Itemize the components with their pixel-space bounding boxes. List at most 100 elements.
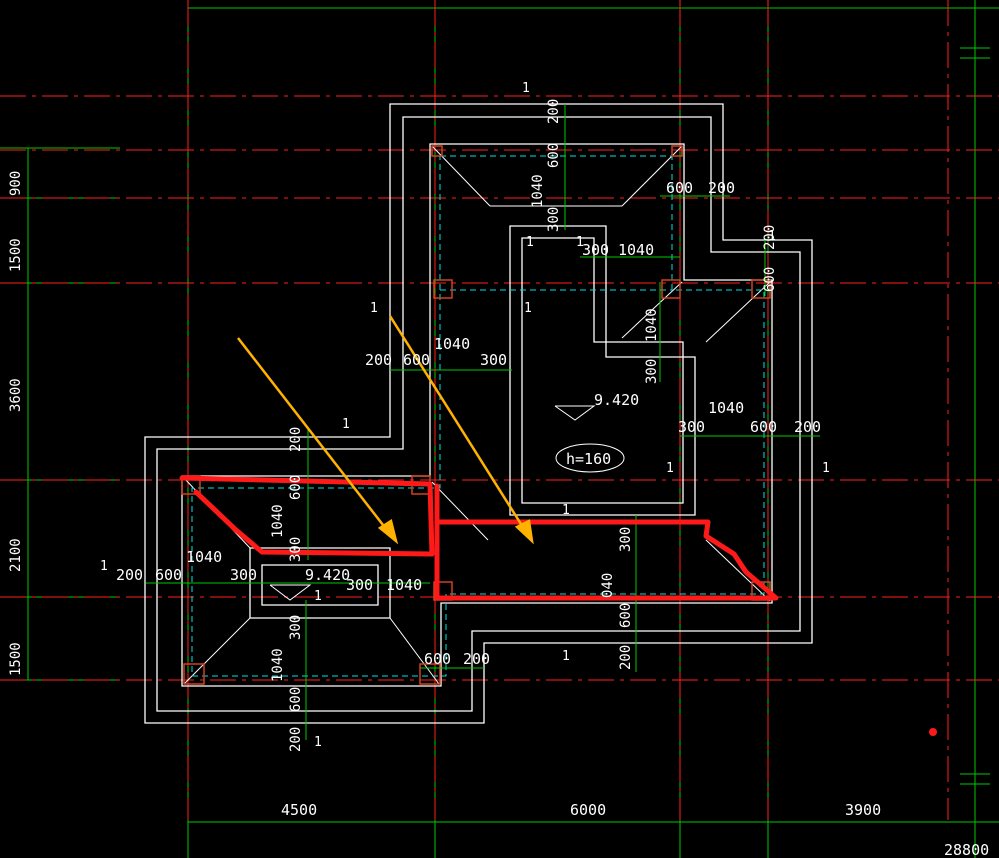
hip-line [183,617,251,685]
dim-text: 200 [288,427,304,452]
inner-outline-lower [261,564,379,606]
left-dim-text: 2100 [8,538,24,572]
dim-text: 600 [666,179,693,197]
hip-line [705,281,771,343]
thickness-ellipse [555,443,625,473]
dim-text: 600 [288,687,304,712]
left-dim-text: 1500 [8,642,24,676]
thickness-text: h=160 [566,450,611,468]
hip-line [621,145,683,207]
arrow-shaft [388,315,528,533]
section-mark: 1 [524,301,532,316]
dim-text: 1040 [186,548,222,566]
dim-text: 1040 [618,241,654,259]
section-mark: 1 [314,589,322,604]
dim-text: 600 [546,143,562,168]
axis-lines [0,0,999,820]
inner-outline-upper-2 [521,237,684,504]
outline-3 [181,143,773,687]
elevation-triangle [554,405,596,421]
dim-text: 200 [794,418,821,436]
annotation-arrows [237,315,534,545]
column-marker [671,145,683,157]
arrow-head [377,519,399,545]
dim-text: 600 [750,418,777,436]
dim-text: 200 [463,650,490,668]
dim-text: 1040 [708,399,744,417]
dim-text: 300 [582,241,609,259]
total-dim-text: 28800 [944,841,989,858]
bottom-dimension-texts: 4500 6000 3900 28800 [281,801,989,858]
dim-text: 600 [424,650,451,668]
dim-text: 300 [288,615,304,640]
column-marker [751,279,771,299]
dim-text: 300 [546,207,562,232]
dim-text: 600 [762,267,778,292]
markup-stroke-right [434,483,779,601]
column-marker [419,663,441,685]
vertical-grid-lines [27,0,976,858]
elevation-triangle [269,584,312,601]
section-mark: 1 [822,461,830,476]
left-dim-text: 900 [8,171,24,196]
section-mark: 1 [342,417,350,432]
arrow-shaft [237,337,391,535]
dim-text: 1040 [270,504,286,538]
section-mark: 1 [768,229,776,244]
section-mark: 1 [522,81,530,96]
roof-outline [144,103,813,724]
hip-line [621,281,683,339]
bottom-dim-text: 6000 [570,801,606,819]
elevation-markers [269,405,596,601]
dim-text: 600 [288,475,304,500]
outline-2 [156,116,801,712]
dim-text: 200 [708,179,735,197]
dim-text: 040 [600,573,616,598]
dim-text: 300 [346,576,373,594]
elevation-text: 9.420 [305,566,350,584]
dim-text: 200 [116,566,143,584]
section-mark: 1 [526,235,534,250]
column-markers [181,145,771,685]
dim-text: 1040 [270,648,286,682]
column-marker [183,663,205,685]
hip-line [431,145,491,207]
dim-text: 300 [288,537,304,562]
elevation-text: 9.420 [594,391,639,409]
dim-text: 300 [480,351,507,369]
column-marker [431,145,443,157]
section-marks: 1 1 1 1 1 1 1 1 1 1 1 1 1 1 [100,81,830,750]
left-dim-text: 1500 [8,238,24,272]
dim-text: 1040 [530,174,546,208]
dim-text: 300 [618,527,634,552]
dim-text: 200 [762,225,778,250]
hidden-outline [191,155,765,677]
hip-line [705,539,771,602]
inner-outline-upper [509,225,696,516]
bottom-dim-text: 4500 [281,801,317,819]
section-mark: 1 [562,503,570,518]
hip-line [389,617,440,685]
left-dimension-texts: 900 1500 3600 2100 1500 [8,171,24,676]
section-mark: 1 [100,559,108,574]
dim-text: 600 [403,351,430,369]
arrow-head [514,519,534,545]
section-mark: 1 [576,235,584,250]
dim-text: 200 [618,645,634,670]
dim-text: 1040 [386,576,422,594]
hidden-lines [191,155,765,677]
dim-text: 200 [288,727,304,752]
red-dot-marker [929,728,937,736]
dim-text: 200 [365,351,392,369]
dim-text: 1040 [434,335,470,353]
dim-text: 600 [618,603,634,628]
column-marker [661,279,681,299]
dim-text: 300 [644,359,660,384]
bottom-dim-text: 3900 [845,801,881,819]
horizontal-grid-lines [0,7,999,823]
dim-text: 600 [155,566,182,584]
markup-layer [179,475,779,601]
dim-text: 1040 [644,308,660,342]
column-marker [433,279,453,299]
